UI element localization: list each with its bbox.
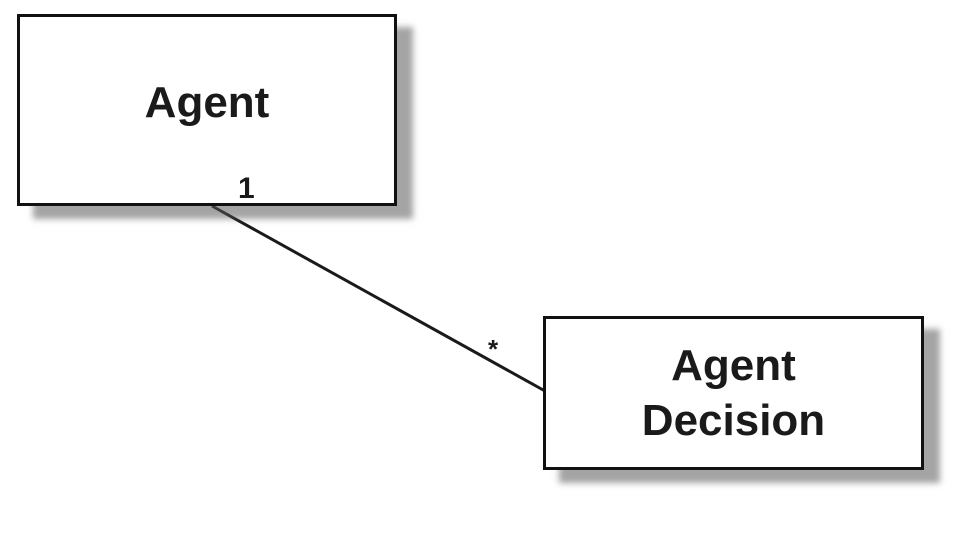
- agent-decision-label-line2: Decision: [641, 396, 826, 445]
- agent-class-label: Agent: [144, 77, 270, 127]
- target-multiplicity-label: *: [488, 334, 499, 364]
- agent-class-box[interactable]: Agent: [17, 14, 397, 206]
- agent-decision-class-label: Agent Decision: [642, 338, 825, 448]
- source-multiplicity-label: 1: [238, 172, 255, 205]
- association-connector: [211, 204, 546, 393]
- agent-decision-class-box[interactable]: Agent Decision: [543, 316, 924, 470]
- agent-decision-label-line1: Agent: [671, 341, 796, 390]
